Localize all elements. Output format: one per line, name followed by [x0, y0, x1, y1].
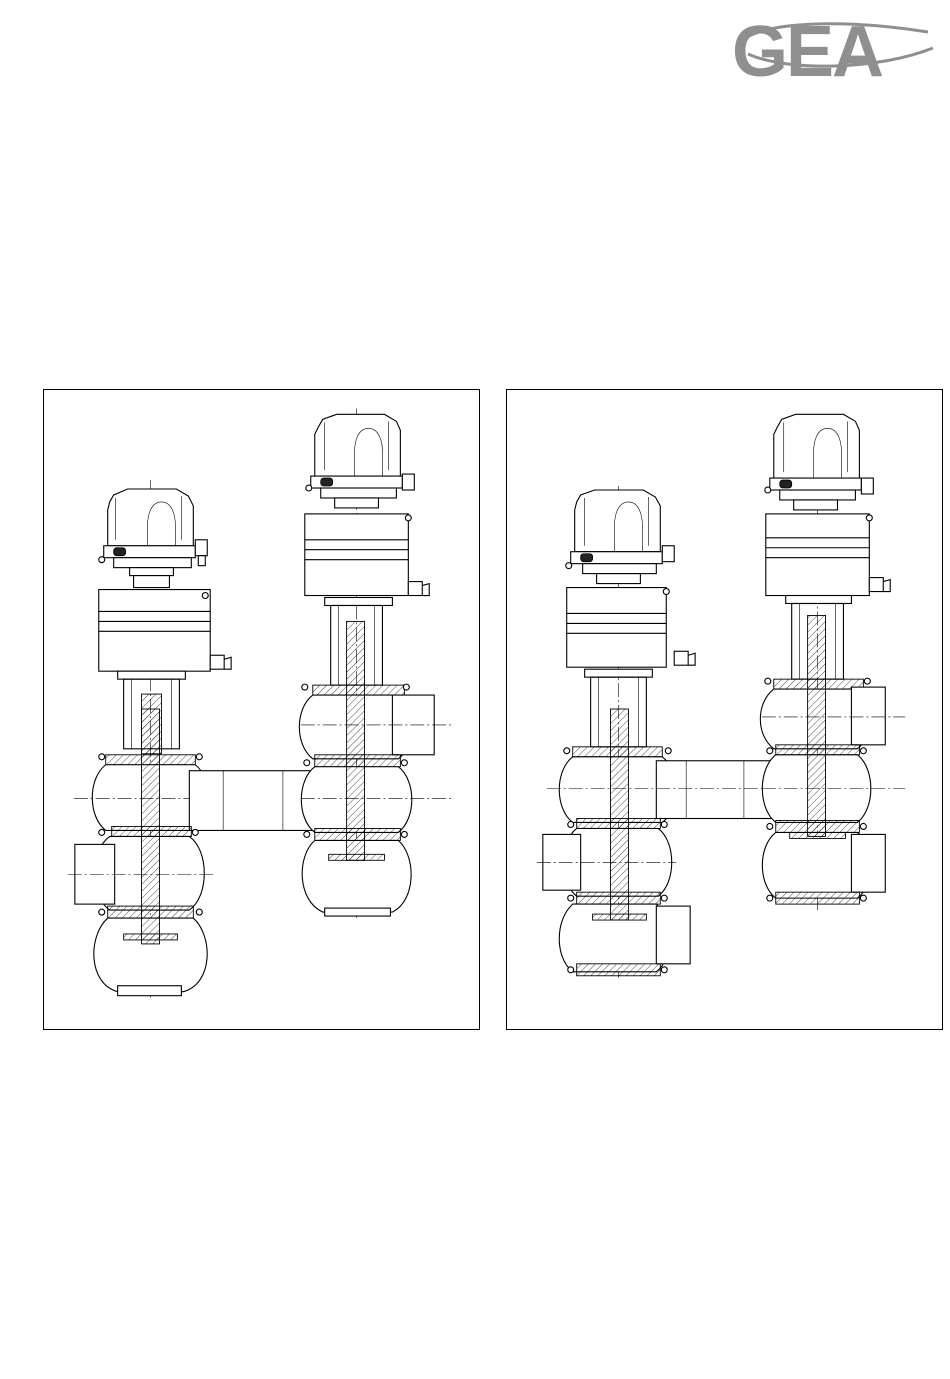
triple-valve-assembly-drawing-icon [507, 390, 942, 1029]
left-valve-drawing [43, 389, 480, 1030]
right-valve-drawing [506, 389, 943, 1030]
double-valve-assembly-drawing-icon [44, 390, 479, 1029]
gea-logo-text: GEA [732, 14, 883, 82]
gea-logo: GEA [728, 14, 940, 82]
